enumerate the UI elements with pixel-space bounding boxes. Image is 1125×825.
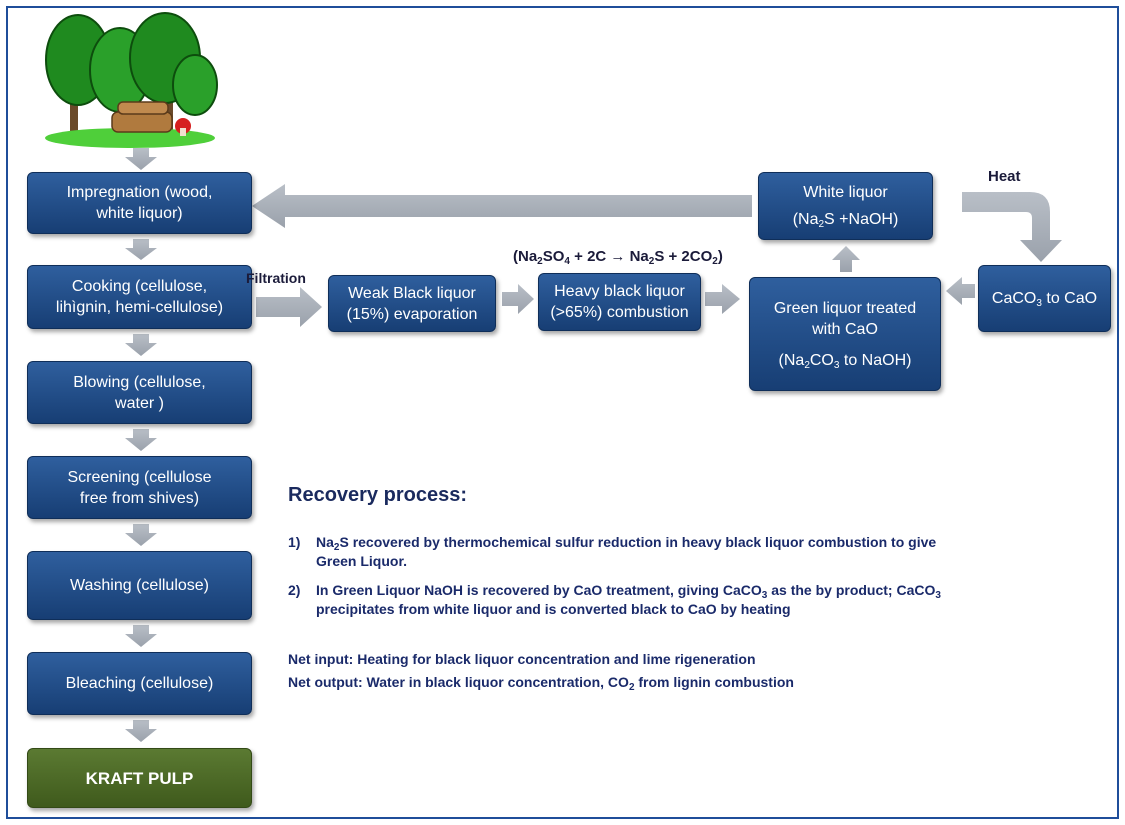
arrow-green-to-white	[832, 246, 860, 272]
recovery-title: Recovery process:	[288, 484, 467, 506]
step-screening: Screening (cellulose free from shives)	[27, 456, 252, 519]
label-heat: Heat	[988, 168, 1021, 185]
net-output: Net output: Water in black liquor concen…	[288, 674, 794, 693]
step-bleaching: Bleaching (cellulose)	[27, 652, 252, 715]
arrow-filtration	[256, 287, 322, 327]
down-arrows	[125, 148, 157, 742]
arrow-blowing-to-screening	[125, 429, 157, 451]
step-cooking: Cooking (cellulose, lihìgnin, hemi-cellu…	[27, 265, 252, 329]
step-blowing: Blowing (cellulose, water )	[27, 361, 252, 424]
box-white-liquor: White liquor (Na2S +NaOH)	[758, 172, 933, 240]
net-input: Net input: Heating for black liquor conc…	[288, 651, 756, 667]
arrow-heat	[962, 192, 1062, 262]
arrow-whiteliquor-to-impregnation	[252, 184, 752, 228]
label-filtration: Filtration	[246, 270, 306, 286]
box-weak-black-liquor: Weak Black liquor (15%) evaporation	[328, 275, 496, 332]
trees-icon	[45, 12, 218, 148]
step-kraft-pulp: KRAFT PULP	[27, 748, 252, 808]
step-impregnation: Impregnation (wood, white liquor)	[27, 172, 252, 234]
arrow-impregnation-to-cooking	[125, 239, 157, 260]
box-green-liquor: Green liquor treated with CaO (Na2CO3 to…	[749, 277, 941, 391]
box-heavy-black-liquor: Heavy black liquor (>65%) combustion	[538, 273, 701, 331]
label-reaction: (Na2SO4 + 2C → Na2S + 2CO2)	[513, 248, 723, 267]
green-liquor-formula: (Na2CO3 to NaOH)	[778, 351, 912, 371]
arrow-cooking-to-blowing	[125, 334, 157, 356]
arrow-weak-to-heavy	[502, 284, 534, 314]
arrow-trees-to-impregnation	[125, 148, 157, 170]
arrow-washing-to-bleaching	[125, 625, 157, 647]
arrow-caco3-to-green	[946, 277, 975, 305]
box-caco3-to-cao: CaCO3 to CaO	[978, 265, 1111, 332]
arrow-heavy-to-green	[705, 284, 740, 314]
arrow-bleaching-to-pulp	[125, 720, 157, 742]
arrow-screening-to-washing	[125, 524, 157, 546]
step-washing: Washing (cellulose)	[27, 551, 252, 620]
caco3-label: CaCO3 to CaO	[991, 290, 1098, 309]
diagram-frame	[6, 6, 1119, 819]
white-liquor-formula: (Na2S +NaOH)	[792, 211, 899, 230]
